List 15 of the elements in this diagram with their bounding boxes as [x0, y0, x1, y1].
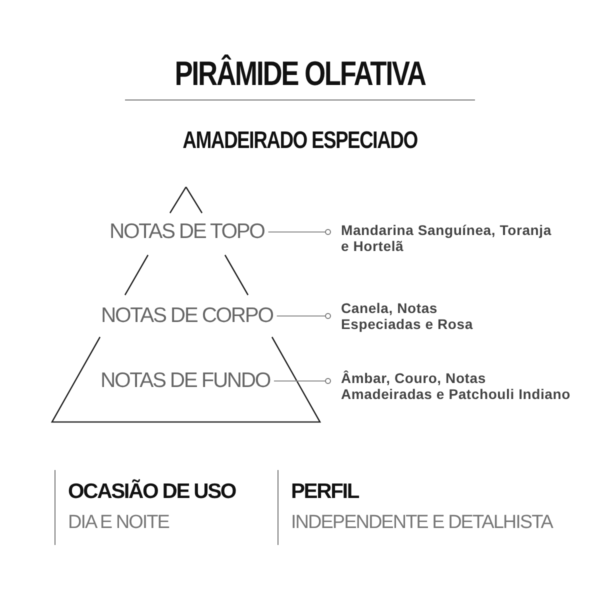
note-description: Âmbar, Couro, Notas Amadeiradas e Patchouli Indiano	[328, 370, 571, 402]
leader-line	[276, 313, 331, 319]
tier-label: NOTAS DE TOPO	[110, 220, 264, 244]
tier-label: NOTAS DE FUNDO	[100, 369, 270, 393]
subtitle: AMADEIRADO ESPECIADO	[182, 127, 418, 155]
leader-line	[273, 378, 331, 384]
tier-label: NOTAS DE CORPO	[101, 304, 273, 328]
section-heading: OCASIÃO DE USO	[68, 480, 236, 504]
section-heading: PERFIL	[291, 480, 358, 504]
section-text: INDEPENDENTE E DETALHISTA	[291, 512, 552, 534]
leader-line	[268, 229, 331, 235]
note-description: Mandarina Sanguínea, Toranja e Hortelã	[328, 222, 556, 254]
note-description: Canela, Notas Especiadas e Rosa	[328, 300, 516, 332]
title: PIRÂMIDE OLFATIVA	[174, 55, 427, 94]
section-text: DIA E NOITE	[68, 512, 169, 534]
